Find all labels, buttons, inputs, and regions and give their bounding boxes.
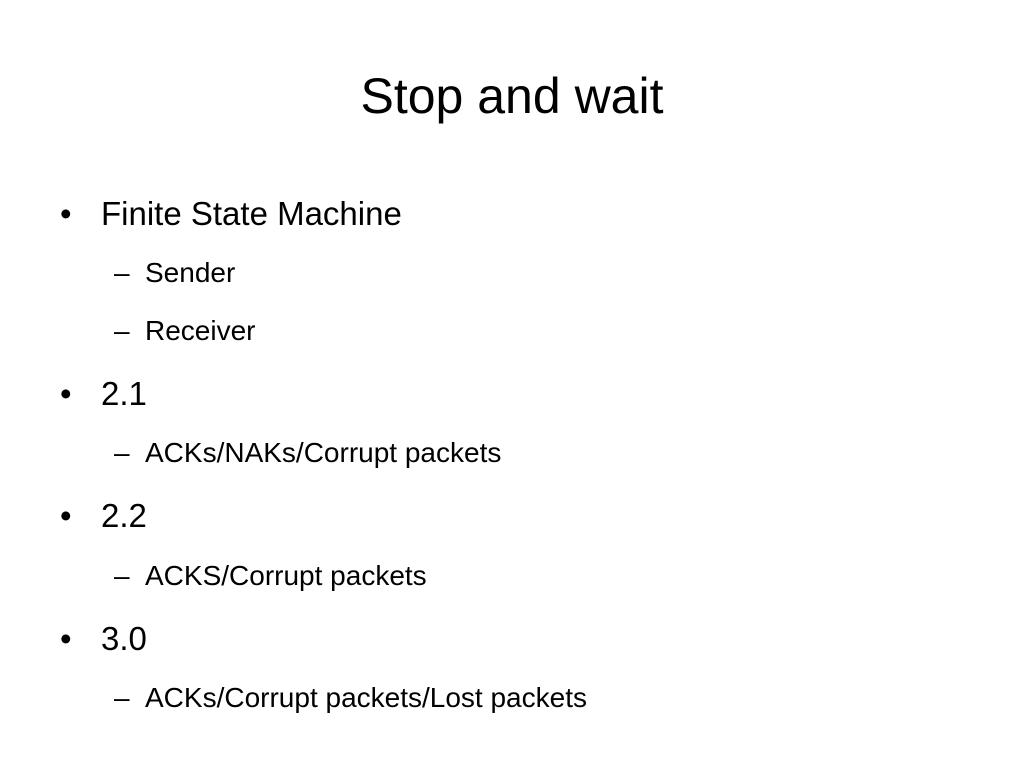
sub-bullet-marker: – bbox=[114, 437, 130, 468]
bullet-marker: • bbox=[60, 620, 72, 657]
bullet-marker: • bbox=[60, 195, 72, 232]
slide-title: Stop and wait bbox=[360, 68, 664, 124]
bullet-text: 3.0 bbox=[101, 620, 147, 657]
bullet-marker: • bbox=[60, 497, 72, 534]
bullet-text: 2.2 bbox=[101, 497, 147, 534]
sub-bullet-marker: – bbox=[114, 682, 130, 713]
bullet-text: Finite State Machine bbox=[101, 195, 402, 232]
sub-bullet-marker: – bbox=[114, 560, 130, 591]
sub-bullet-text: Receiver bbox=[145, 315, 256, 346]
sub-bullet-text: ACKs/Corrupt packets/Lost packets bbox=[145, 682, 587, 713]
bullet-marker: • bbox=[60, 375, 72, 412]
sub-bullet-text: Sender bbox=[145, 257, 236, 288]
sub-bullet-marker: – bbox=[114, 257, 130, 288]
sub-bullet-text: ACKS/Corrupt packets bbox=[145, 560, 427, 591]
bullet-text: 2.1 bbox=[101, 375, 147, 412]
sub-bullet-marker: – bbox=[114, 315, 130, 346]
sub-bullet-text: ACKs/NAKs/Corrupt packets bbox=[145, 437, 502, 468]
